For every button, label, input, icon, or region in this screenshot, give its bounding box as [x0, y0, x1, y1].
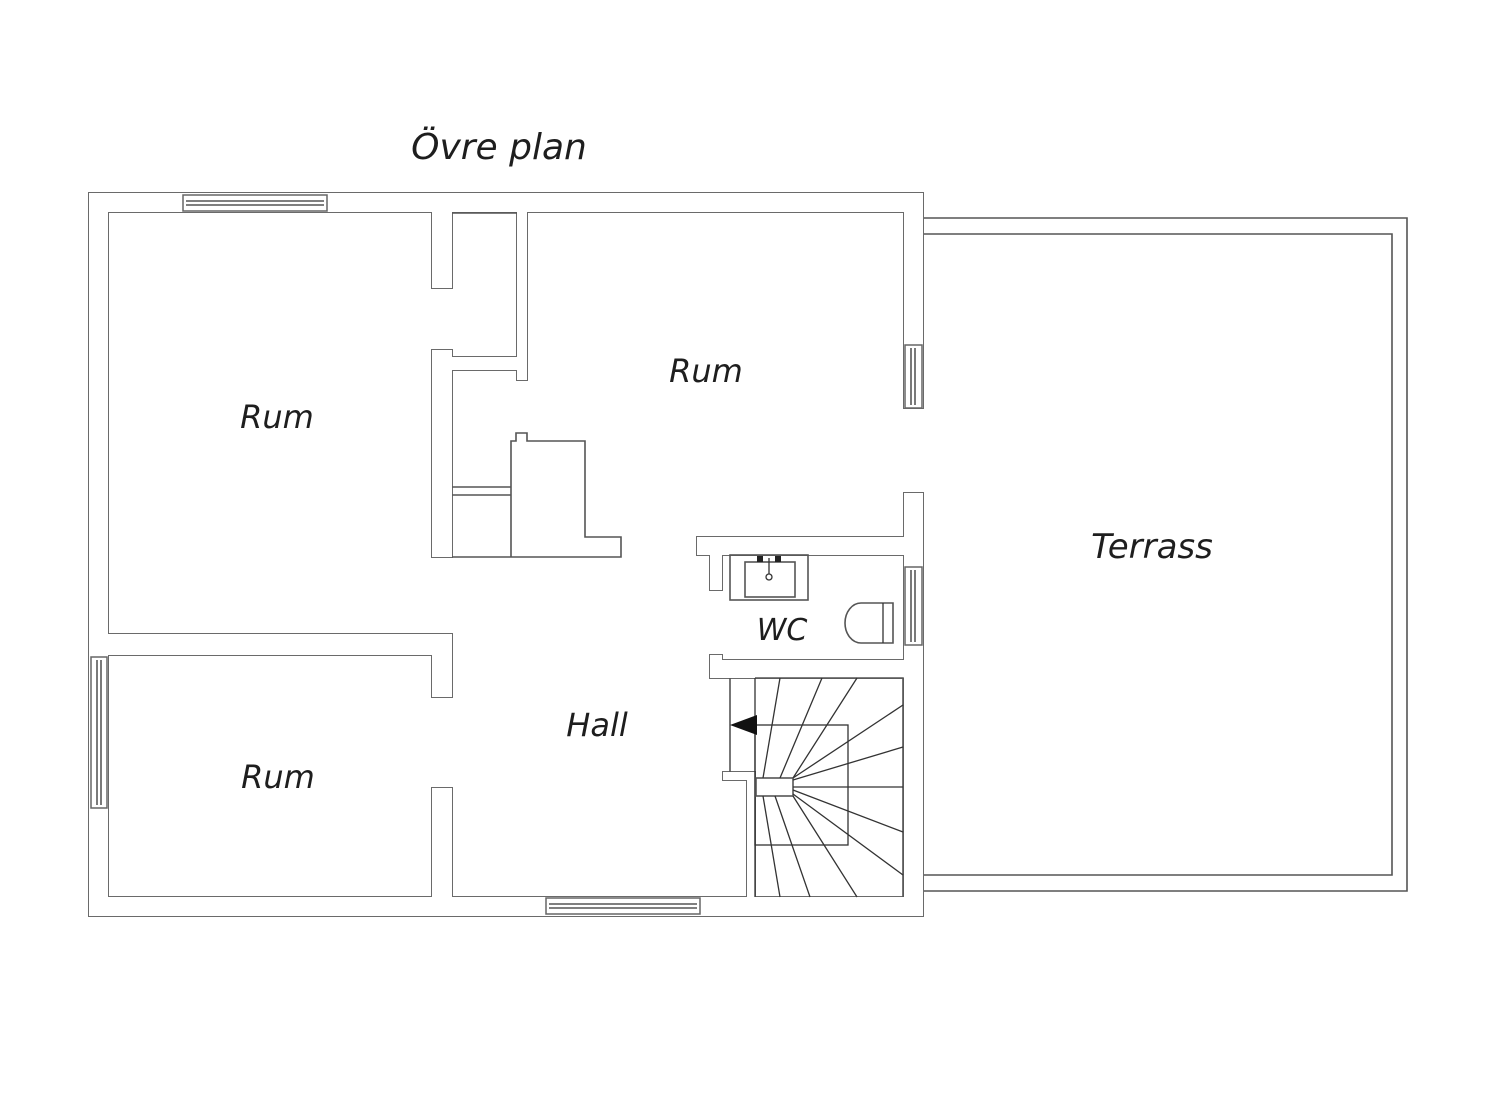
staircase — [729, 677, 904, 898]
room-label-terrace: Terrass — [1091, 527, 1213, 567]
windows — [90, 194, 923, 915]
sink-icon — [729, 554, 809, 601]
terrace — [923, 217, 1408, 892]
window-right-rum — [904, 344, 923, 409]
window-bottom — [545, 897, 701, 915]
window-top — [182, 194, 328, 212]
plan-title: Övre plan — [411, 126, 587, 168]
room-label-wc: WC — [757, 613, 808, 648]
arrow-icon — [730, 715, 757, 735]
room-label-rum-left-bottom: Rum — [241, 758, 315, 796]
window-wc — [904, 566, 923, 646]
window-left — [90, 656, 108, 809]
room-label-rum-center: Rum — [669, 352, 743, 390]
toilet-icon — [844, 602, 894, 644]
chimney-closet — [452, 212, 622, 558]
room-label-hall: Hall — [566, 706, 628, 744]
room-label-rum-left-top: Rum — [240, 398, 314, 436]
